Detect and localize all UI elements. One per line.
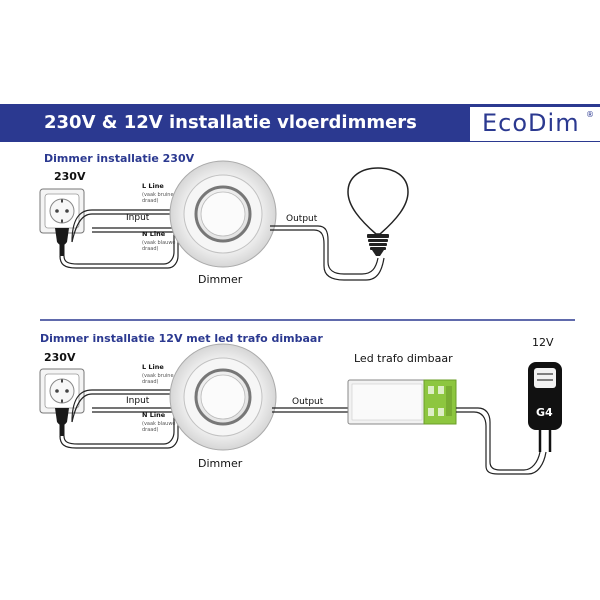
section1-l-line-note-1: (vaak bruine	[142, 192, 174, 198]
logo-text: EcoDim	[482, 109, 580, 137]
header-banner: 230V & 12V installatie vloerdimmers EcoD…	[0, 104, 600, 142]
section2-l-line-note-1: (vaak bruine	[142, 373, 174, 379]
section1-output-label: Output	[286, 214, 318, 224]
section2-input-cable	[59, 389, 182, 449]
section2-input-label: Input	[126, 396, 150, 406]
section1-input-label: Input	[126, 213, 150, 223]
section1-dimmer-label: Dimmer	[198, 273, 243, 286]
section2-voltage-label: 230V	[44, 351, 76, 364]
section1-l-line-label: L Line	[142, 182, 164, 190]
wall-socket-icon	[39, 368, 85, 414]
ecodim-logo: EcoDim ®	[470, 107, 600, 141]
section1-n-line-label: N Line	[142, 230, 166, 238]
section2-dimmer-icon	[169, 343, 277, 451]
light-bulb-icon	[347, 167, 409, 256]
section2-n-line-note-2: draad)	[142, 427, 159, 433]
section1-n-line-note-2: draad)	[142, 246, 159, 252]
section2-l-line-label: L Line	[142, 363, 164, 371]
section2-dimmer-label: Dimmer	[198, 457, 243, 470]
plug-icon	[55, 408, 69, 436]
section1-n-line-note-1: (vaak blauwe	[142, 240, 175, 246]
section1-voltage-label: 230V	[54, 170, 86, 183]
section2-n-line-note-1: (vaak blauwe	[142, 421, 175, 427]
section1-dimmer-icon	[169, 160, 277, 268]
section1-title: Dimmer installatie 230V	[44, 152, 195, 165]
section2-lamp-cable	[456, 407, 547, 475]
transformer-label: Led trafo dimbaar	[354, 352, 453, 365]
led-transformer-icon	[347, 379, 457, 425]
section2-l-line-note-2: draad)	[142, 379, 159, 385]
section2-title: Dimmer installatie 12V met led trafo dim…	[40, 332, 323, 345]
g4-capsule-icon	[528, 362, 562, 452]
plug-icon	[55, 228, 69, 256]
section2-output-cable	[272, 407, 348, 413]
page-title: 230V & 12V installatie vloerdimmers	[44, 112, 417, 133]
logo-registered-mark: ®	[586, 110, 594, 119]
section2-output-label: Output	[292, 397, 324, 407]
section1-input-cable	[59, 209, 182, 269]
lamp-type-label: G4	[536, 406, 553, 419]
lamp-voltage-label: 12V	[532, 336, 554, 349]
section1-l-line-note-2: draad)	[142, 198, 159, 204]
section1-output-cable	[270, 225, 385, 281]
section2-n-line-label: N Line	[142, 411, 166, 419]
